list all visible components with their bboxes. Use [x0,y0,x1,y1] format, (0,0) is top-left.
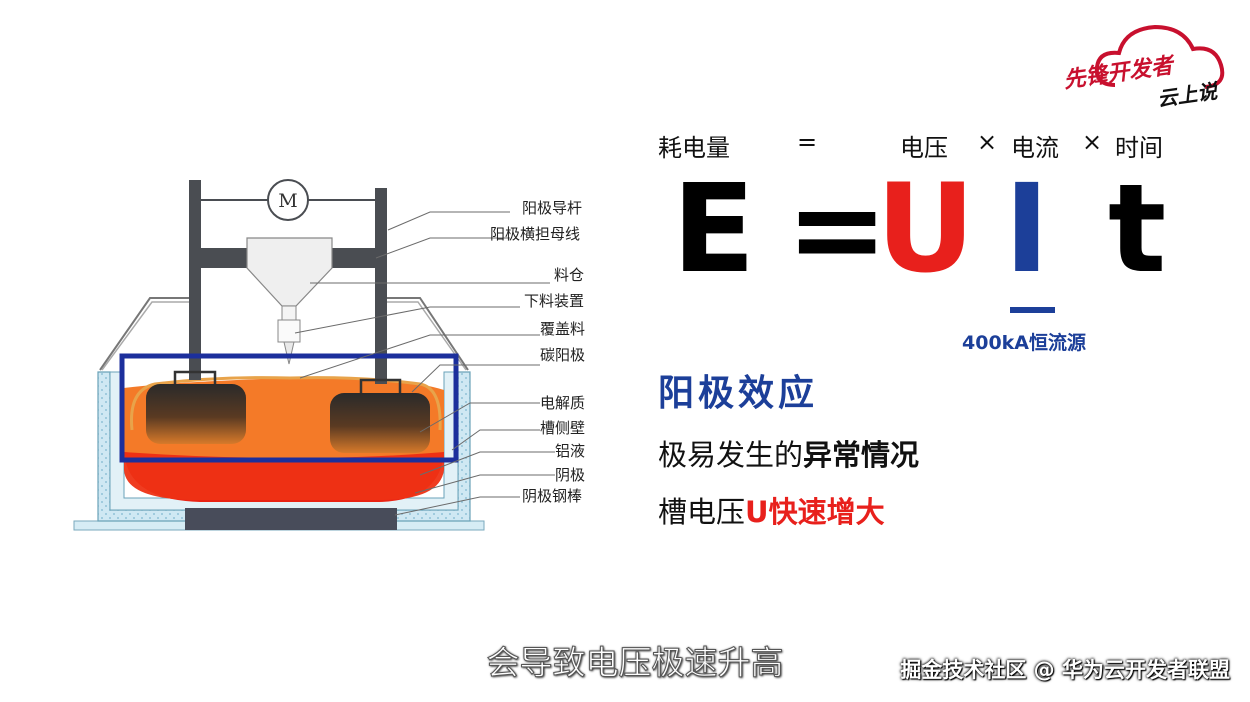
motor-icon [267,179,309,221]
label-carbon-anode: 碳阳极 [540,346,585,364]
label-cathode-steel-bar: 阴极钢棒 [522,487,582,505]
symbol-energy: E [672,158,756,300]
hood-left [99,297,190,371]
label-cell-side-wall: 槽侧壁 [540,419,585,437]
label-cathode: 阴极 [555,466,585,484]
word-times-2: × [1082,128,1103,156]
watermark: 掘金技术社区 @ 华为云开发者联盟 [900,658,1230,682]
label-electrolyte: 电解质 [540,394,585,412]
effect-line-2: 槽电压U快速增大 [658,489,885,531]
symbol-voltage: U [876,158,976,300]
symbol-time: t [1108,158,1167,300]
effect-line-1-bold: 异常情况 [803,438,920,472]
anode-effect-title: 阳极效应 [658,373,819,414]
current-source-note: 400kA恒流源 [962,332,1087,354]
feeder [277,319,301,343]
electrolytic-cell-diagram: M 阳极导杆 阳极横担母线 料仓 下料装置 覆盖料 碳阳极 电解质 槽侧壁 铝液… [73,179,585,531]
hopper [246,237,333,307]
label-anode-busbar: 阳极横担母线 [490,225,580,243]
word-energy: 耗电量 [658,134,730,162]
current-underline [1010,307,1055,313]
motor-symbol: M [278,190,297,212]
anode-effect-highlight-frame [119,353,459,463]
effect-line-2-prefix: 槽电压 [658,495,746,529]
word-time: 时间 [1115,134,1163,162]
word-voltage: 电压 [900,134,948,162]
carbon-anode-right [330,393,430,453]
effect-line-1-prefix: 极易发生的 [658,438,804,472]
word-current: 电流 [1011,134,1059,162]
cathode-steel-bar [185,508,397,530]
cloud-icon [1094,24,1225,89]
anode-rod-left [189,180,201,380]
label-cover-material: 覆盖料 [540,320,585,338]
label-feeder: 下料装置 [524,292,584,310]
brand-logo: 先锋开发者 云上说 [1055,15,1245,115]
symbol-equals: = [786,158,889,300]
video-subtitle: 会导致电压极速升高 [486,643,784,683]
word-times-1: × [977,128,998,156]
label-anode-rod: 阳极导杆 [522,199,582,217]
symbol-current: I [1004,158,1050,300]
cover-material [129,376,442,431]
anode-rod-right [375,188,387,384]
effect-line-2-highlight: U快速增大 [745,495,885,529]
label-aluminum-liquid: 铝液 [555,442,585,460]
label-hopper: 料仓 [554,266,584,284]
hood-right [386,297,469,371]
effect-line-1: 极易发生的异常情况 [658,432,919,474]
carbon-anode-left [146,384,246,444]
word-equals: = [797,128,818,156]
